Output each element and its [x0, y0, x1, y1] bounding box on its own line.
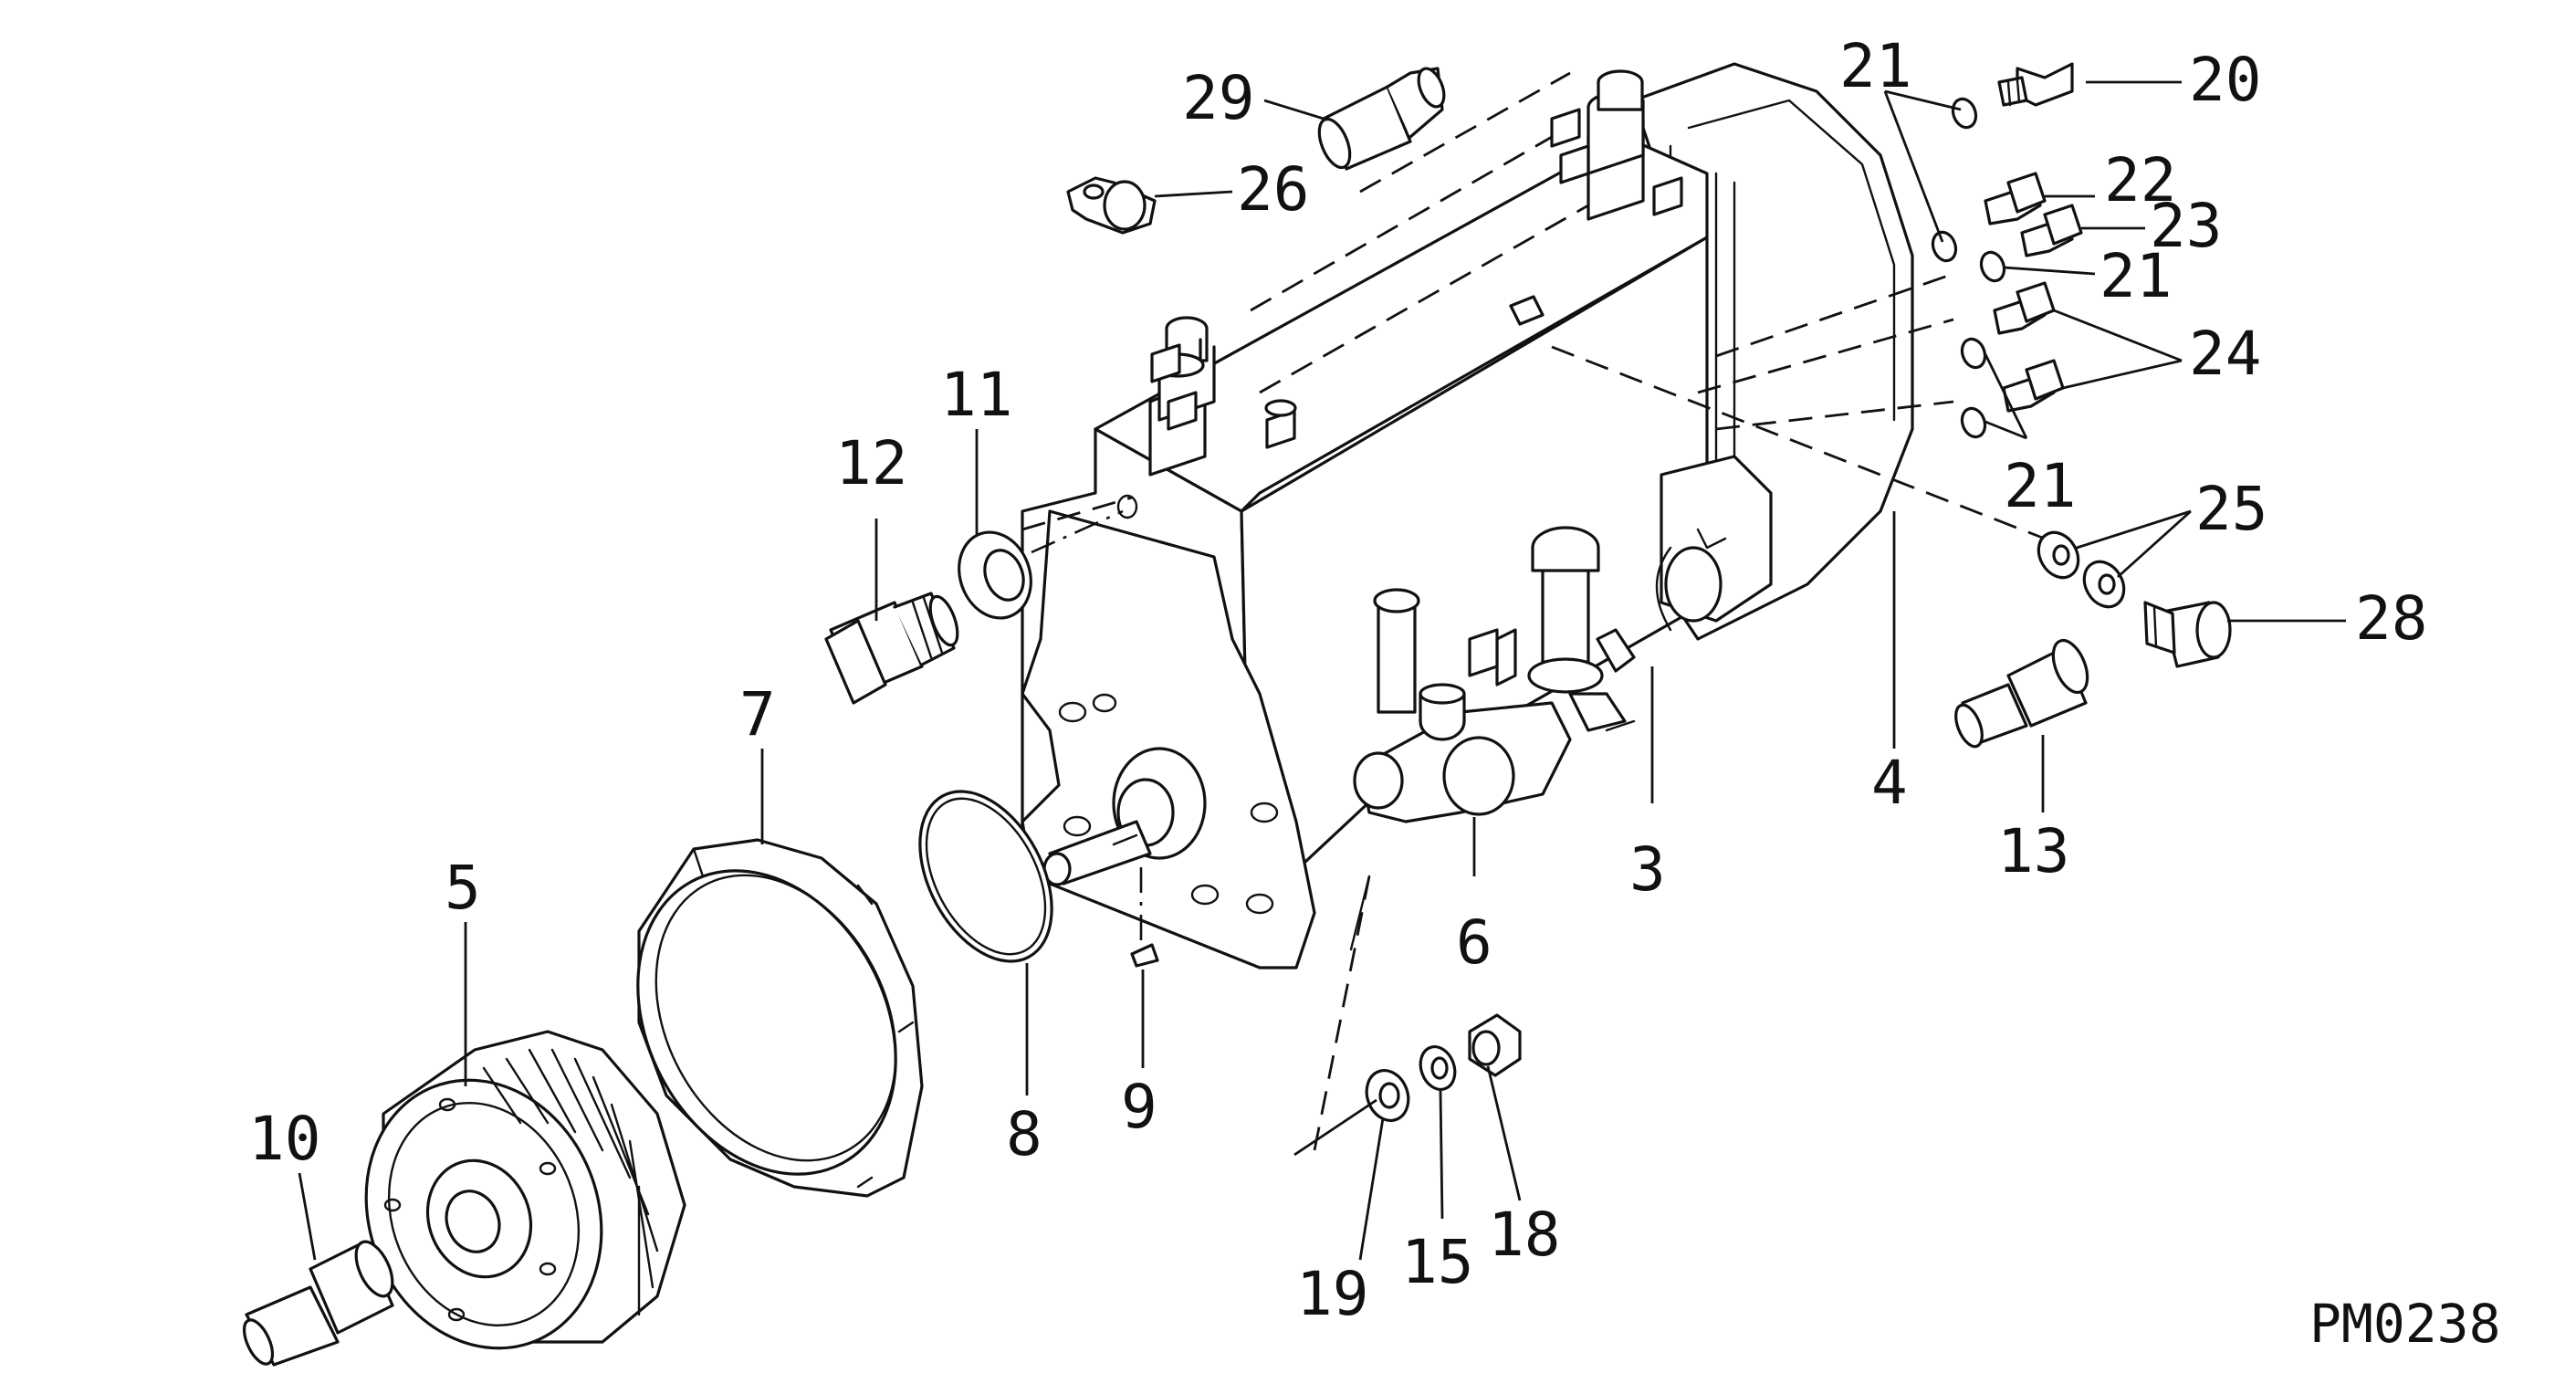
gear-5: [364, 1030, 686, 1350]
assembly-lines: [1021, 71, 2046, 1151]
callout-12: 12: [835, 428, 907, 498]
nut-18: [1468, 1013, 1522, 1077]
bolt-24: [1993, 281, 2065, 413]
callout-10: 10: [248, 1104, 320, 1174]
callout-26: 26: [1237, 154, 1309, 225]
washer-25: [2037, 530, 2126, 609]
nut-10: [242, 1240, 394, 1367]
sleeve-29: [1317, 67, 1446, 171]
callout-25: 25: [2195, 474, 2267, 544]
callout-3: 3: [1629, 834, 1666, 905]
callout-4: 4: [1871, 748, 1908, 818]
callout-21-top: 21: [1839, 31, 1911, 101]
callout-6: 6: [1456, 907, 1492, 978]
callout-23: 23: [2150, 191, 2222, 261]
washer-21: [1931, 97, 2006, 439]
bolt-22: [1984, 172, 2047, 225]
clamp-26: [1066, 176, 1157, 235]
bolt-28: [2143, 601, 2232, 668]
gear-case-7: [636, 838, 924, 1198]
callout-11: 11: [940, 360, 1012, 430]
callout-28: 28: [2355, 583, 2427, 654]
key-9: [1130, 943, 1159, 968]
callout-19: 19: [1296, 1259, 1368, 1329]
callout-15: 15: [1401, 1227, 1473, 1297]
plug-12: [824, 592, 959, 705]
callout-24: 24: [2189, 319, 2261, 389]
figure-code: PM0238: [2309, 1293, 2501, 1355]
pump-housing-3: [1021, 62, 1914, 970]
callout-8: 8: [1006, 1099, 1042, 1169]
lock-washer-15: [1419, 1045, 1457, 1091]
sleeve-13: [1954, 638, 2089, 749]
callout-7: 7: [739, 679, 776, 749]
callout-20: 20: [2189, 45, 2261, 115]
callout-21-middle: 21: [2100, 241, 2172, 311]
bolt-20: [1997, 62, 2074, 107]
feed-pump-6: [1353, 526, 1636, 823]
washer-11: [958, 530, 1032, 620]
leader-lines: [298, 80, 2346, 1261]
washer-19: [1365, 1069, 1410, 1122]
callout-9: 9: [1121, 1072, 1157, 1142]
o-ring-8: [918, 790, 1053, 963]
bolt-23: [2020, 204, 2083, 257]
callout-18: 18: [1488, 1200, 1560, 1270]
callout-29: 29: [1182, 63, 1254, 133]
callout-21-bottom: 21: [2004, 451, 2076, 521]
callout-5: 5: [445, 853, 481, 923]
callout-22: 22: [2104, 145, 2176, 215]
callout-labels: 29 26 21 20 22 23 21 24 21 25 28 13 4 3 …: [248, 31, 2501, 1355]
callout-13: 13: [1997, 816, 2069, 886]
